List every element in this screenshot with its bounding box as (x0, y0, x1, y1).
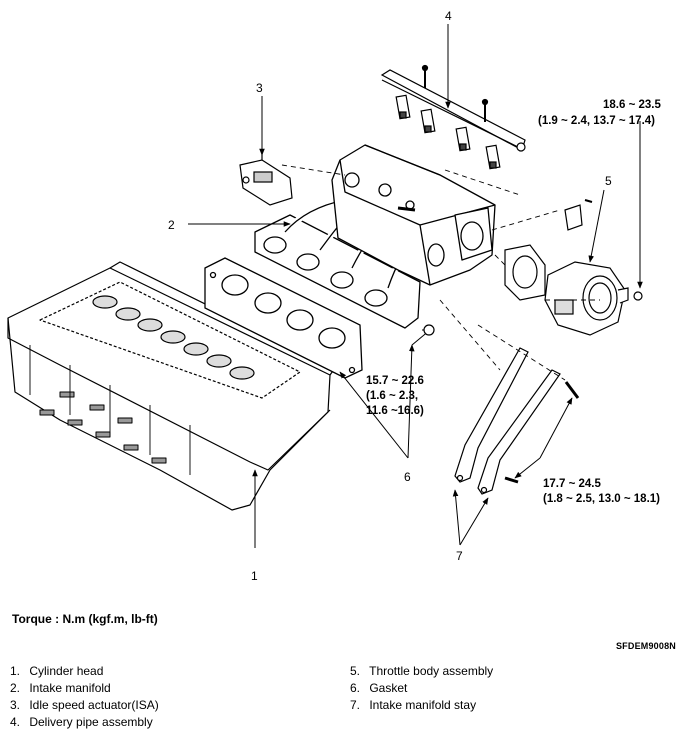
callout-4: 4 (445, 9, 452, 23)
legend-item-label: Cylinder head (29, 664, 104, 678)
delivery-pipe-torque-line1: 18.6 ~ 23.5 (603, 99, 661, 111)
legend-item: 5. Throttle body assembly (350, 663, 493, 680)
intake-manifold-drawing (254, 144, 496, 329)
callout-3: 3 (256, 81, 263, 95)
legend-item-number: 2. (10, 681, 21, 695)
legend-item-number: 1. (10, 664, 21, 678)
figure-code: SFDEM9008N (615, 641, 676, 651)
legend-item: 6. Gasket (350, 680, 493, 697)
callout-7: 7 (456, 549, 463, 563)
legend-item-label: Idle speed actuator(ISA) (29, 698, 159, 712)
throttle-body-drawing (504, 199, 643, 336)
legend-item: 4. Delivery pipe assembly (10, 714, 159, 731)
manifold-nut-torque-line3: 11.6 ~16.6) (366, 405, 424, 417)
legend-left-column: 1. Cylinder head 2. Intake manifold 3. I… (10, 663, 159, 731)
manifold-nut-torque-line2: (1.6 ~ 2.3, (366, 390, 418, 402)
delivery-pipe-torque-line2: (1.9 ~ 2.4, 13.7 ~ 17.4) (538, 115, 655, 127)
legend-item-number: 3. (10, 698, 21, 712)
cylinder-head-drawing (7, 261, 336, 511)
legend-item-number: 7. (350, 698, 361, 712)
assembly-guide-lines (281, 164, 600, 381)
callout-5: 5 (605, 174, 612, 188)
manifold-nut-icon (423, 324, 435, 336)
idle-speed-actuator-drawing (239, 150, 293, 206)
callout-1: 1 (251, 569, 258, 583)
legend-item: 1. Cylinder head (10, 663, 159, 680)
callout-2: 2 (168, 218, 175, 232)
exploded-view-diagram: 1 2 3 4 5 6 7 18.6 ~ 23.5 (1.9 ~ 2.4, 13… (7, 9, 661, 583)
legend-item-label: Throttle body assembly (369, 664, 494, 678)
manifold-nut-torque-line1: 15.7 ~ 22.6 (366, 375, 424, 387)
stay-bolt-torque-line2: (1.8 ~ 2.5, 13.0 ~ 18.1) (543, 493, 660, 505)
legend-item-number: 5. (350, 664, 361, 678)
callout-6: 6 (404, 470, 411, 484)
legend-right-column: 5. Throttle body assembly 6. Gasket 7. I… (350, 663, 493, 714)
legend-item-number: 4. (10, 715, 21, 729)
intake-manifold-stay-drawing (454, 347, 580, 495)
legend-item-label: Intake manifold (29, 681, 111, 695)
legend-item-label: Delivery pipe assembly (29, 715, 153, 729)
legend-item-number: 6. (350, 681, 361, 695)
legend-item: 3. Idle speed actuator(ISA) (10, 697, 159, 714)
legend-item-label: Intake manifold stay (369, 698, 477, 712)
delivery-pipe-drawing (380, 64, 526, 170)
torque-unit-note: Torque : N.m (kgf.m, lb-ft) (12, 612, 158, 626)
legend-item: 7. Intake manifold stay (350, 697, 493, 714)
legend-item-label: Gasket (369, 681, 408, 695)
stay-bolt-torque-line1: 17.7 ~ 24.5 (543, 478, 601, 490)
legend-item: 2. Intake manifold (10, 680, 159, 697)
manifold-gasket-drawing (204, 257, 363, 379)
